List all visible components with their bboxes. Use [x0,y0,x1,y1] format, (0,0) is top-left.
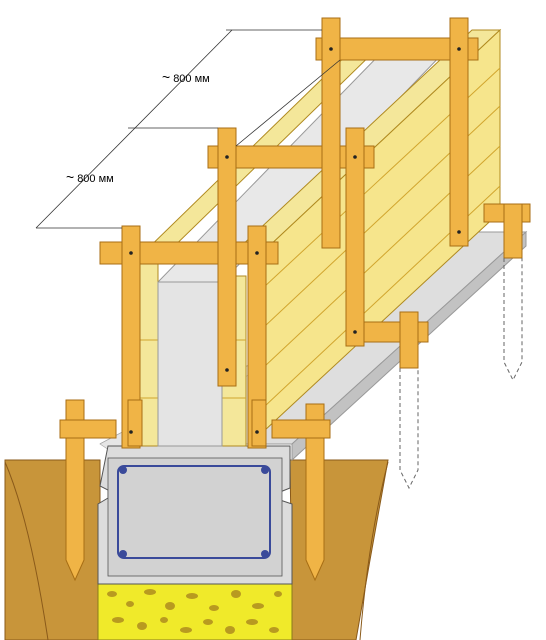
dimension-lines [35,29,341,229]
timber-posts [121,17,469,449]
approx-symbol: ~ [66,169,75,185]
reinforcement-cage [117,465,271,559]
dimension-value-side: 800 мм [77,173,114,185]
concrete-footing [97,445,293,585]
buried-stake-outlines [399,258,523,490]
dimension-value-top: 800 мм [173,73,210,85]
dimension-label-top: ~800 мм [162,69,210,85]
approx-symbol: ~ [162,69,171,85]
dimension-label-side: ~800 мм [66,169,114,185]
timber-stakes [59,203,523,582]
gravel-bed [97,583,293,640]
